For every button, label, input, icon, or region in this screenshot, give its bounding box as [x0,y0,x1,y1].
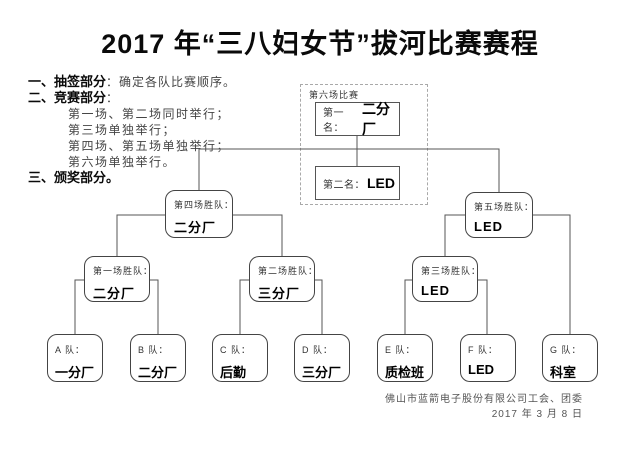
first-place-box: 第一名： 二分厂 [315,101,400,137]
team-g-box: G 队： 科室 [542,334,598,382]
footer-signature: 佛山市蓝箭电子股份有限公司工会、团委 2017 年 3 月 8 日 [385,392,583,422]
team-a-label: A 队： [55,345,86,355]
team-f-box: F 队： LED [460,334,516,382]
note-item-3: 三、颁奖部分。 [28,170,236,186]
team-g-label: G 队： [550,345,582,355]
match3-winner-box: 第三场胜队： LED [412,256,482,302]
notes-list: 一、抽签部分：确定各队比赛顺序。 二、竞赛部分： 第一场、第二场同时举行； 第三… [28,74,236,186]
match2-winner-label: 第二场胜队： [258,266,319,276]
match3-winner-team: LED [421,283,450,298]
first-place-label: 第一名： [323,108,344,134]
final-match-group-label: 第六场比赛 [309,90,360,100]
team-b-name: 二分厂 [138,365,178,380]
second-place-team: LED [367,175,395,191]
match2-winner-box: 第二场胜队： 三分厂 [249,256,319,302]
organizer-line: 佛山市蓝箭电子股份有限公司工会、团委 [385,394,583,405]
date-line: 2017 年 3 月 8 日 [491,409,583,420]
note-item-2: 二、竞赛部分： [28,90,236,106]
match3-winner-label: 第三场胜队： [421,266,482,276]
note-2-text: ： [106,91,120,105]
first-place-team: 二分厂 [362,101,390,137]
note-2-sub-4: 第六场单独举行。 [68,155,177,169]
team-d-box: D 队： 三分厂 [294,334,350,382]
note-3-heading: 三、颁奖部分。 [28,170,120,185]
match5-winner-team: LED [474,219,503,234]
note-2-sub-1: 第一场、第二场同时举行； [68,107,231,121]
note-1-heading: 一、抽签部分 [28,74,107,89]
team-c-label: C 队： [220,345,252,355]
match5-winner-label: 第五场胜队： [474,202,535,212]
team-a-name: 一分厂 [55,365,95,380]
match5-winner-box: 第五场胜队： LED [465,192,533,238]
second-place-label: 第二名： [323,179,365,191]
match4-winner-label: 第四场胜队： [174,200,235,210]
note-2-sub-2: 第三场单独举行； [68,123,177,137]
note-1-text: ：确定各队比赛顺序。 [106,75,237,89]
match2-winner-team: 三分厂 [258,286,301,301]
page-title: 2017 年“三八妇女节”拔河比赛赛程 [101,29,539,59]
team-b-box: B 队： 二分厂 [130,334,186,382]
team-e-box: E 队： 质检班 [377,334,433,382]
team-f-label: F 队： [468,345,498,355]
match1-winner-team: 二分厂 [93,286,136,301]
second-place-box: 第二名： LED [315,166,400,200]
final-match-group: 第六场比赛 [300,84,428,205]
team-g-name: 科室 [550,365,577,380]
note-2-heading: 二、竞赛部分 [28,90,107,105]
team-f-name: LED [468,362,494,377]
match4-winner-box: 第四场胜队： 二分厂 [165,190,233,238]
match1-winner-label: 第一场胜队： [93,266,154,276]
team-d-name: 三分厂 [302,365,342,380]
note-item-1: 一、抽签部分：确定各队比赛顺序。 [28,74,236,90]
match4-winner-team: 二分厂 [174,220,217,235]
note-2-sub-3: 第四场、第五场单独举行； [68,139,231,153]
team-e-name: 质检班 [385,365,425,380]
team-e-label: E 队： [385,345,416,355]
team-c-name: 后勤 [220,365,247,380]
team-b-label: B 队： [138,345,169,355]
match1-winner-box: 第一场胜队： 二分厂 [84,256,154,302]
team-c-box: C 队： 后勤 [212,334,268,382]
team-a-box: A 队： 一分厂 [47,334,103,382]
team-d-label: D 队： [302,345,334,355]
